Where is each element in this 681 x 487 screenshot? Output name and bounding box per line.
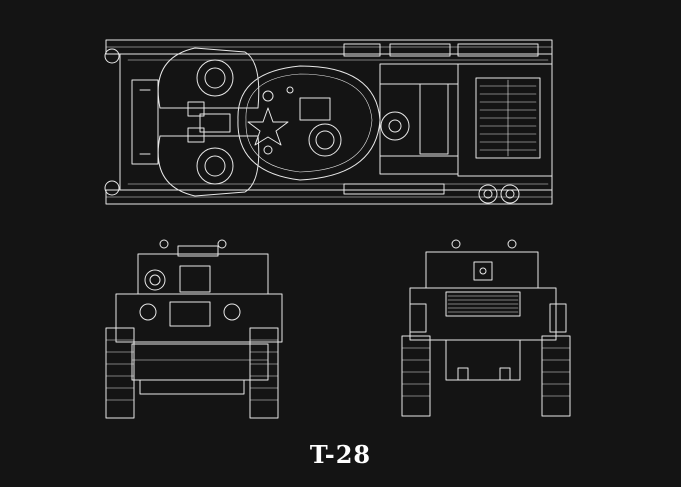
- rear-view: [401, 239, 571, 417]
- rear-view-hatch: [473, 261, 493, 281]
- front-view-hull: [115, 293, 283, 343]
- front-upper-turret: [157, 47, 260, 117]
- front-view: [105, 239, 283, 419]
- front-view-superstructure: [137, 253, 269, 295]
- front-lower-turret: [157, 127, 260, 197]
- front-view-track-right: [249, 327, 279, 419]
- engine-deck: [343, 43, 459, 195]
- red-star-emblem: [247, 107, 289, 146]
- front-view-track-left: [105, 327, 135, 419]
- page-title: T-28: [309, 440, 372, 469]
- top-view-hull: [119, 53, 553, 191]
- rear-view-superstructure: [425, 251, 539, 289]
- rear-grille: [457, 63, 553, 177]
- rear-view-grille: [445, 291, 521, 317]
- main-turret: [237, 65, 381, 181]
- spare-wheel-1: [478, 184, 498, 204]
- spare-wheel-2: [500, 184, 520, 204]
- rear-view-track-right: [541, 335, 571, 417]
- top-view: [104, 39, 553, 205]
- front-view-gun-mantlet: [144, 269, 166, 291]
- rear-view-track-left: [401, 335, 431, 417]
